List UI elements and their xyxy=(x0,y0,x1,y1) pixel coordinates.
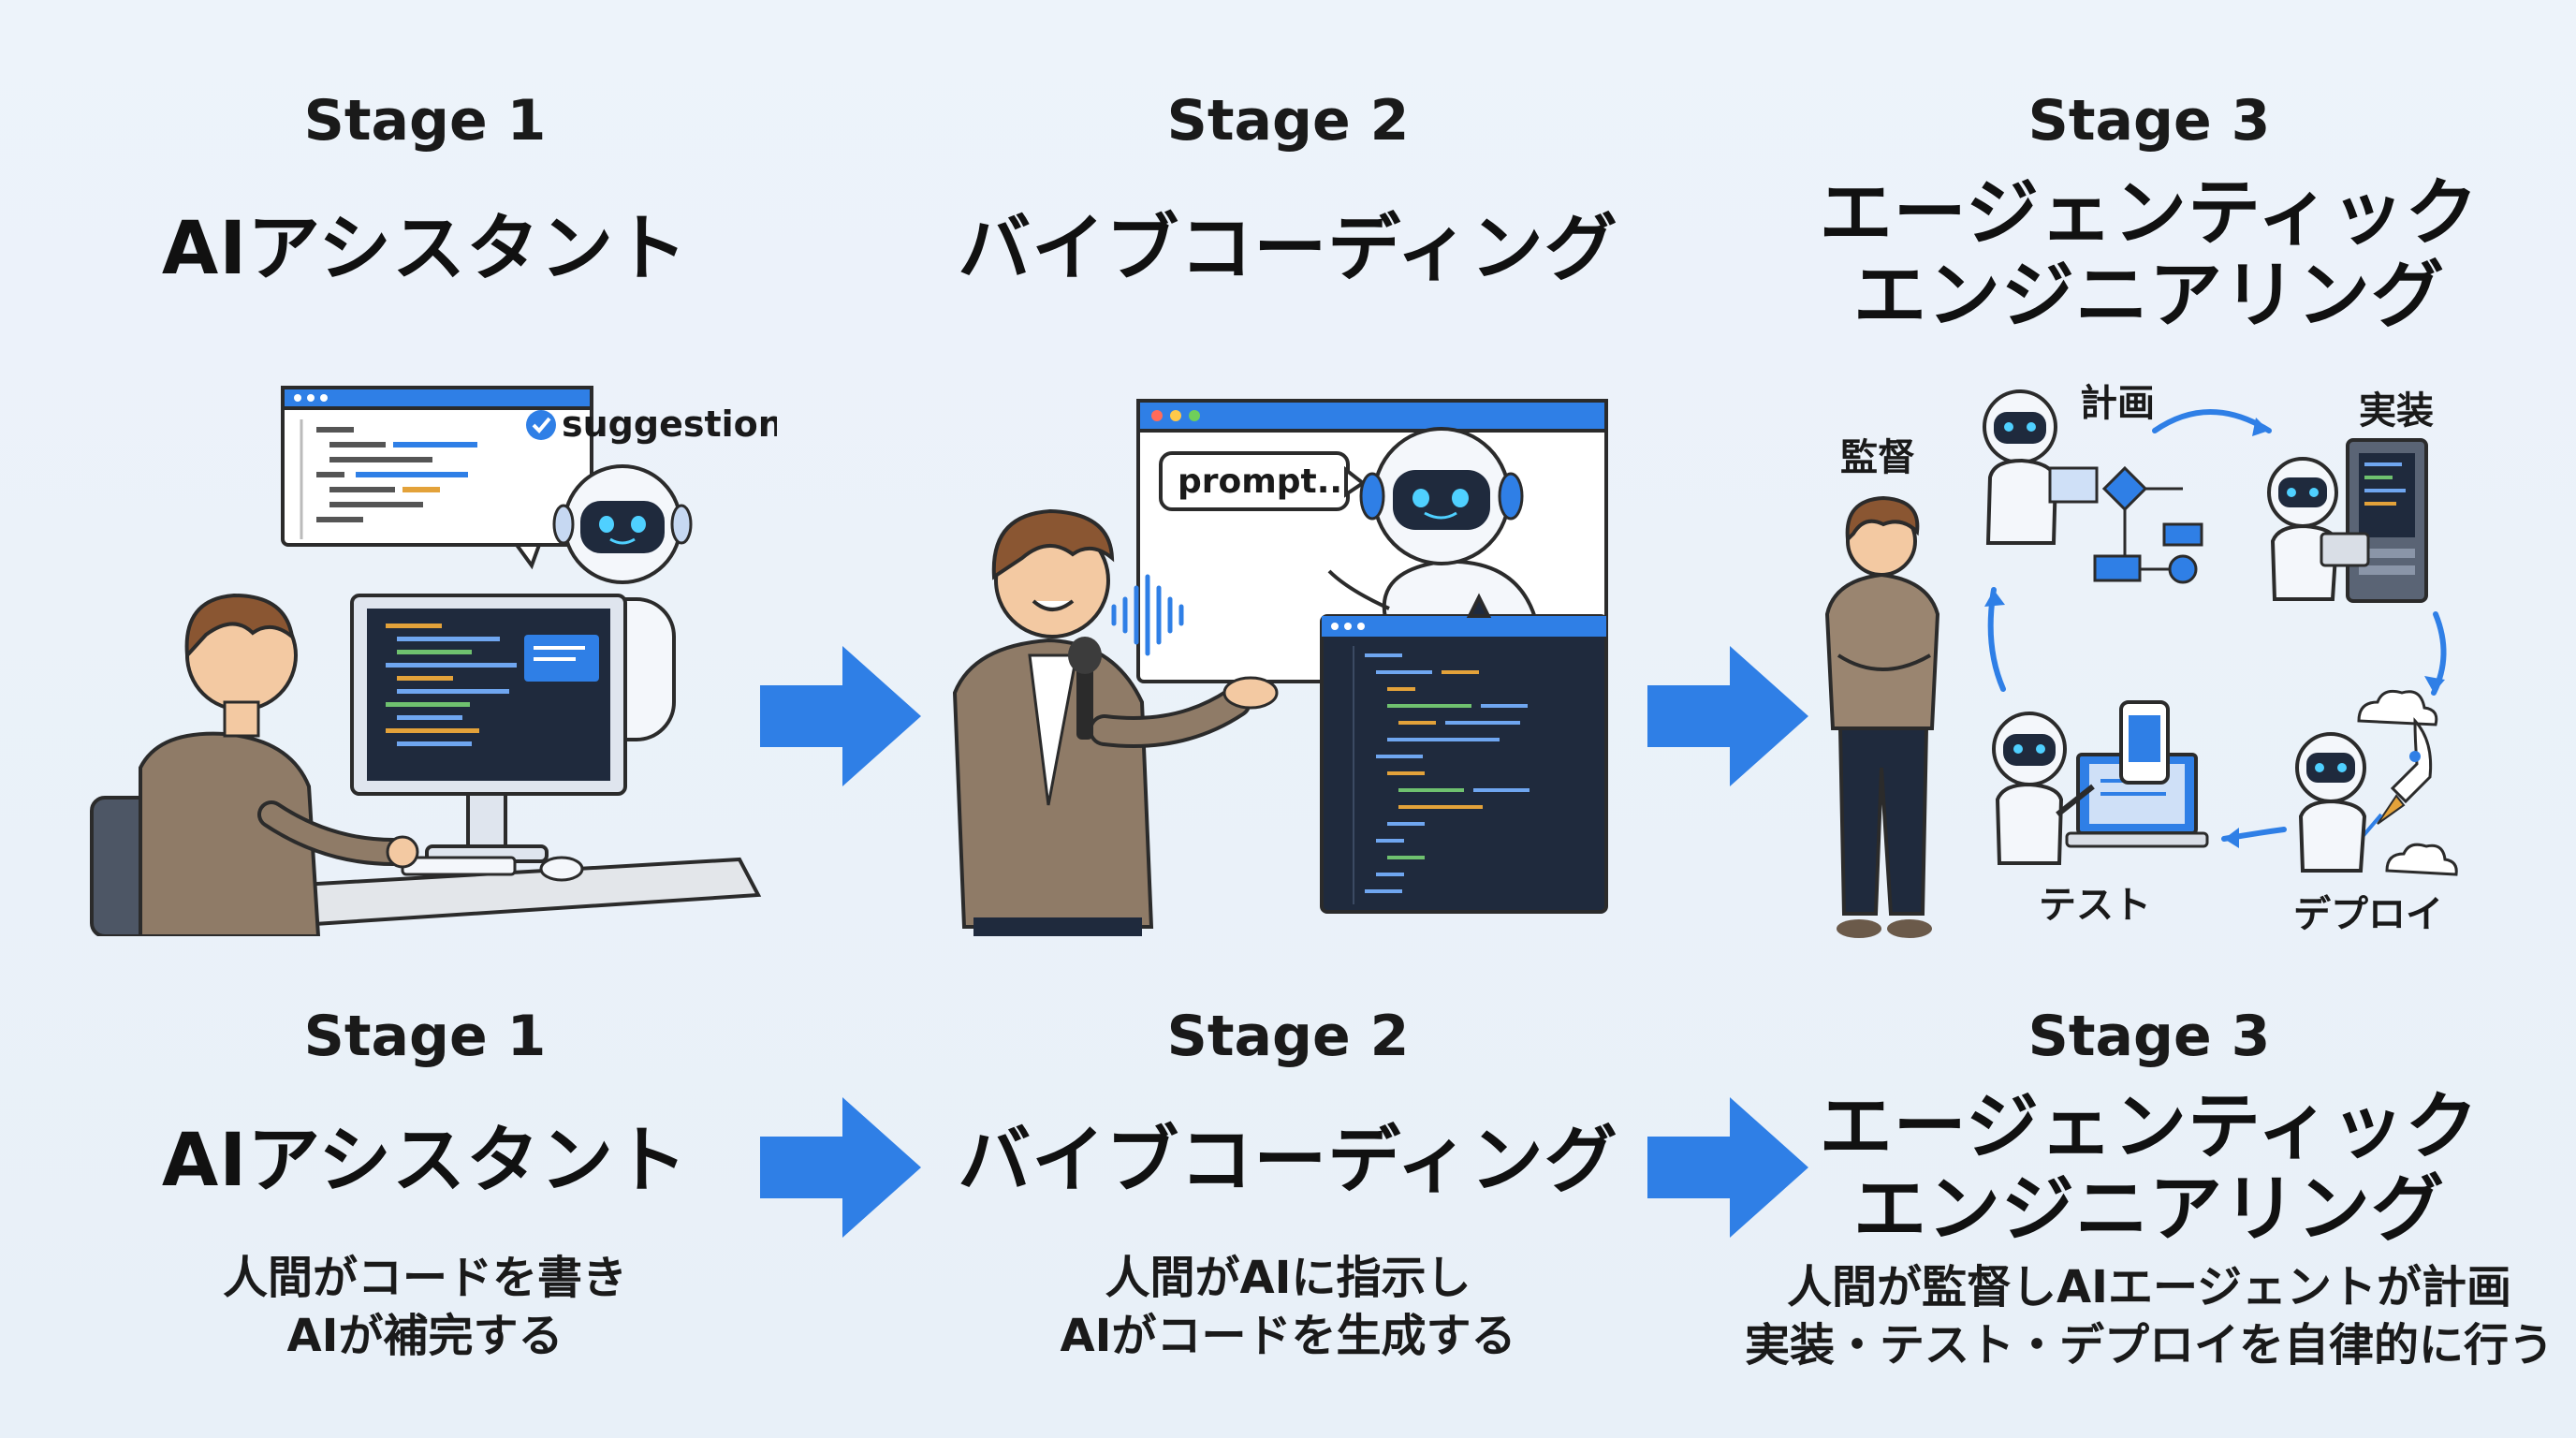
bottom-stage-1-title: AIアシスタント xyxy=(161,1119,689,1203)
laptop-icon xyxy=(2065,753,2209,848)
voice-wave-icon xyxy=(1111,574,1184,656)
top-stage-3-label: Stage 3 xyxy=(2027,88,2271,154)
arrow-right-icon xyxy=(1647,646,1808,786)
top-stage-2-title: バイブコーディング xyxy=(958,207,1618,291)
phone-icon xyxy=(2119,700,2170,785)
code-panel xyxy=(1320,593,1608,914)
bottom-stage-2-desc-line-1: 人間がAIに指示し xyxy=(1105,1252,1471,1304)
arrow-right-icon xyxy=(1647,1097,1808,1238)
bottom-stage-2-desc-line-2: AIがコードを生成する xyxy=(1060,1310,1516,1362)
bottom-stage-1-desc-line-2: AIが補完する xyxy=(286,1310,564,1362)
cycle-label-deploy: デプロイ xyxy=(2293,893,2443,936)
code-window xyxy=(281,386,593,570)
robot-icon xyxy=(2295,732,2367,873)
cycle-label-test: テスト xyxy=(2039,884,2151,927)
person-icon xyxy=(90,593,419,936)
stage-1-illustration: suggestion xyxy=(90,386,777,936)
check-icon xyxy=(526,410,556,440)
top-stage-3-title-line-2: エンジニアリング xyxy=(1852,254,2445,338)
robot-icon xyxy=(1992,712,2095,865)
supervisor-label: 監督 xyxy=(1840,436,1915,479)
bottom-stage-2-label: Stage 2 xyxy=(1166,1004,1410,1069)
person-icon xyxy=(1824,495,1940,938)
top-stage-1-label: Stage 1 xyxy=(303,88,547,154)
wrench-icon xyxy=(2056,784,2095,817)
bottom-stage-3-label: Stage 3 xyxy=(2027,1004,2271,1069)
arrow-right-icon xyxy=(760,1097,921,1238)
bottom-stage-3-title-line-2: エンジニアリング xyxy=(1852,1167,2445,1252)
stage-3-illustration: 監督 計画 実装 テスト デプロイ xyxy=(1824,382,2458,938)
cloud-icon xyxy=(2357,689,2458,876)
top-stage-1-title: AIアシスタント xyxy=(161,207,689,291)
mouse-icon xyxy=(539,856,584,882)
cycle-label-implement: 実装 xyxy=(2359,389,2434,433)
robot-icon xyxy=(1983,389,2058,545)
bottom-stage-3-desc-line-2: 実装・テスト・デプロイを自律的に行う xyxy=(1744,1319,2554,1372)
bottom-stage-2-title: バイブコーディング xyxy=(958,1119,1618,1203)
prompt-label: prompt.. xyxy=(1178,462,1342,501)
bottom-stage-1-label: Stage 1 xyxy=(303,1004,547,1069)
stage-2-illustration: prompt.. xyxy=(952,399,1608,936)
microphone-icon xyxy=(1076,655,1093,740)
prompt-bubble: prompt.. xyxy=(1159,451,1367,511)
keyboard-icon xyxy=(401,856,517,876)
top-stage-3-title-line-1: エージェンティック xyxy=(1819,171,2480,256)
cycle-arrows xyxy=(1984,409,2447,848)
suggestion-label: suggestion xyxy=(562,404,777,445)
robot-icon xyxy=(2267,457,2370,601)
bottom-stage-3-title-line-1: エージェンティック xyxy=(1819,1085,2480,1169)
top-stage-2-label: Stage 2 xyxy=(1166,88,1410,154)
server-icon xyxy=(2346,438,2428,603)
monitor-icon xyxy=(350,594,627,863)
arrow-right-icon xyxy=(760,646,921,786)
flowchart-icon xyxy=(2048,465,2203,584)
rocket-icon xyxy=(2348,717,2433,854)
bottom-stage-3-desc-line-1: 人間が監督しAIエージェントが計画 xyxy=(1786,1261,2512,1313)
bottom-stage-1-desc-line-1: 人間がコードを書き xyxy=(222,1252,627,1304)
cycle-label-plan: 計画 xyxy=(2080,382,2155,425)
person-icon xyxy=(952,508,1279,936)
